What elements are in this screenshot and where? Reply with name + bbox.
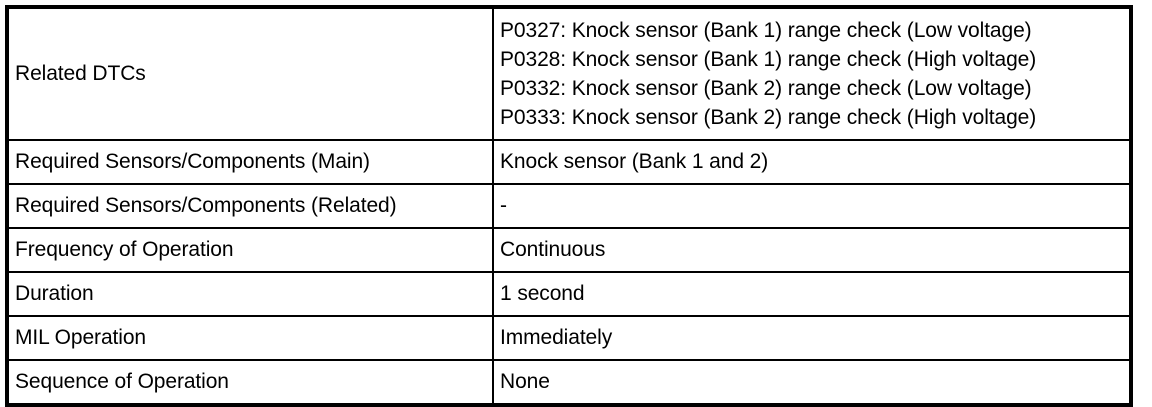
table-row-frequency-of-operation: Frequency of Operation Continuous <box>6 227 1132 273</box>
row-value-required-sensors-main: Knock sensor (Bank 1 and 2) <box>492 139 1132 185</box>
row-value-sequence-of-operation: None <box>492 359 1132 406</box>
row-label-required-sensors-main: Required Sensors/Components (Main) <box>6 139 494 185</box>
row-label-duration: Duration <box>6 271 494 317</box>
table-row-required-sensors-main: Required Sensors/Components (Main) Knock… <box>6 139 1132 185</box>
dtc-line: P0333: Knock sensor (Bank 2) range check… <box>500 106 1037 129</box>
dtc-code-list: P0327: Knock sensor (Bank 1) range check… <box>500 16 1123 132</box>
dtc-line: P0332: Knock sensor (Bank 2) range check… <box>500 77 1032 100</box>
dtc-line: P0328: Knock sensor (Bank 1) range check… <box>500 48 1037 71</box>
table-body: Related DTCs P0327: Knock sensor (Bank 1… <box>6 6 1132 406</box>
diagnostic-spec-table-container: Related DTCs P0327: Knock sensor (Bank 1… <box>5 5 1133 407</box>
row-value-required-sensors-related: - <box>492 183 1132 229</box>
table-row-sequence-of-operation: Sequence of Operation None <box>6 359 1132 406</box>
table-row-related-dtcs: Related DTCs P0327: Knock sensor (Bank 1… <box>6 6 1132 141</box>
table-row-duration: Duration 1 second <box>6 271 1132 317</box>
dtc-line: P0327: Knock sensor (Bank 1) range check… <box>500 19 1032 42</box>
row-label-frequency-of-operation: Frequency of Operation <box>6 227 494 273</box>
table-row-required-sensors-related: Required Sensors/Components (Related) - <box>6 183 1132 229</box>
diagnostic-spec-table: Related DTCs P0327: Knock sensor (Bank 1… <box>5 5 1133 407</box>
row-value-mil-operation: Immediately <box>492 315 1132 361</box>
row-label-mil-operation: MIL Operation <box>6 315 494 361</box>
table-row-mil-operation: MIL Operation Immediately <box>6 315 1132 361</box>
row-value-frequency-of-operation: Continuous <box>492 227 1132 273</box>
row-label-required-sensors-related: Required Sensors/Components (Related) <box>6 183 494 229</box>
row-label-related-dtcs: Related DTCs <box>6 6 494 141</box>
row-value-related-dtcs: P0327: Knock sensor (Bank 1) range check… <box>492 6 1132 141</box>
row-label-sequence-of-operation: Sequence of Operation <box>6 359 494 406</box>
row-value-duration: 1 second <box>492 271 1132 317</box>
